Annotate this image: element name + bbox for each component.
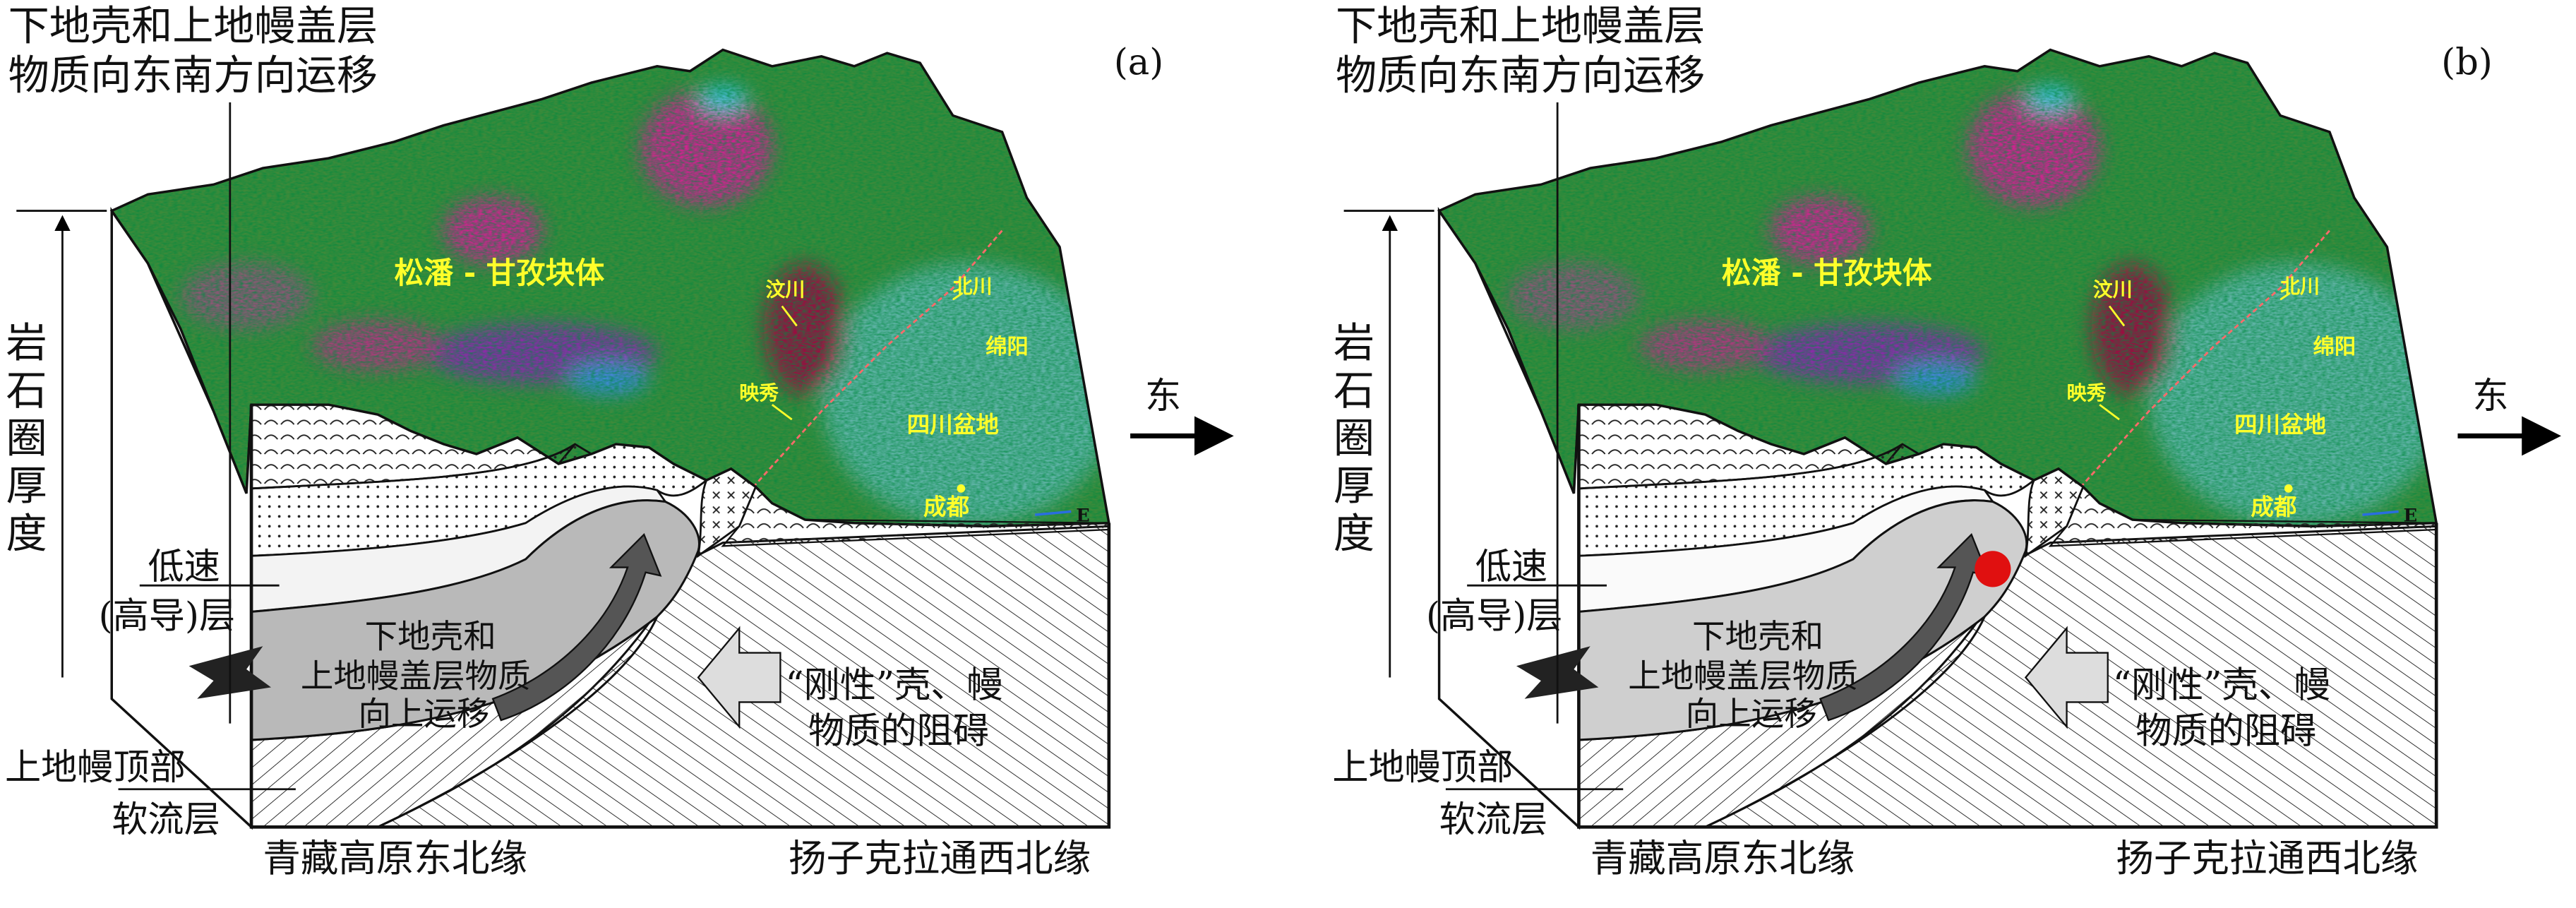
map-label-chengdu: 成都 — [2251, 494, 2297, 520]
east-label: 东 — [1145, 375, 1181, 417]
upward-migration-line-2: 上地幔盖层物质 — [301, 657, 531, 695]
conductive-layer-label: (高导)层 — [1426, 595, 1563, 638]
rigid-obstruction-arrow — [2024, 626, 2109, 729]
asthenosphere-label: 软流层 — [112, 799, 220, 841]
map-label-yingxiu: 映秀 — [2067, 381, 2107, 405]
low-velocity-label: 低速 — [148, 546, 220, 588]
lithosphere-thickness-label: 岩石圈厚度 — [0, 321, 47, 558]
map-leader-lines — [2099, 292, 2291, 421]
title-line-1: 下地壳和上地幔盖层 — [8, 2, 378, 50]
east-label: 东 — [2472, 375, 2508, 417]
nw-yangtze-margin-label: 扬子克拉通西北缘 — [789, 836, 1091, 880]
map-label-chengdu: 成都 — [923, 494, 970, 520]
map-label-mianyang: 绵阳 — [2313, 335, 2356, 359]
compass-arrow — [2362, 510, 2399, 516]
ne-tibet-margin-label: 青藏高原东北缘 — [263, 836, 527, 880]
rigid-obstruction-line-2: 物质的阻碍 — [808, 710, 989, 753]
lithosphere-thickness-label: 岩石圈厚度 — [1326, 321, 1374, 558]
upper-mantle-top-label: 上地幔顶部 — [5, 746, 186, 789]
upward-migration-line-2: 上地幔盖层物质 — [1628, 657, 1858, 695]
asthenosphere-label: 软流层 — [1439, 799, 1548, 841]
upper-mantle-top-label: 上地幔顶部 — [1332, 746, 1513, 789]
rigid-obstruction-line-2: 物质的阻碍 — [2135, 710, 2316, 753]
map-label-wenchuan: 汶川 — [2093, 278, 2133, 301]
map-label-songpan-ganzi: 松潘 - 甘孜块体 — [1722, 256, 1932, 290]
map-label-sichuan-basin: 四川盆地 — [907, 412, 999, 438]
map-label-mianyang: 绵阳 — [986, 335, 1029, 359]
conductive-layer-label: (高导)层 — [99, 595, 236, 638]
red-marker — [1975, 551, 2011, 587]
chengdu-marker — [2284, 484, 2293, 493]
map-leader-lines — [771, 292, 964, 421]
title-line-1: 下地壳和上地幔盖层 — [1336, 2, 1705, 50]
lower-crust-gray-band — [1577, 499, 2028, 741]
rigid-obstruction-line-1: “刚性”壳、幔 — [2113, 664, 2330, 706]
compass-label: E — [1076, 505, 1090, 526]
map-label-wenchuan: 汶川 — [765, 278, 805, 301]
rigid-obstruction-arrow — [697, 626, 781, 729]
leader-lines — [16, 102, 296, 791]
satellite-terrain — [1437, 48, 2438, 528]
leader-lines — [1343, 102, 1624, 791]
rigid-obstruction-line-1: “刚性”壳、幔 — [785, 664, 1002, 706]
ne-tibet-margin-label: 青藏高原东北缘 — [1590, 836, 1855, 880]
upward-migration-line-3: 向上运移 — [1686, 695, 1817, 733]
map-label-songpan-ganzi: 松潘 - 甘孜块体 — [395, 256, 605, 290]
compass-label: E — [2404, 505, 2418, 526]
compass-arrow — [1034, 510, 1072, 516]
panel-label: (a) — [1114, 41, 1163, 83]
title-line-2: 物质向东南方向运移 — [8, 51, 378, 99]
upward-migration-arrow — [491, 532, 662, 722]
upward-migration-line-3: 向上运移 — [358, 695, 489, 733]
upward-migration-line-1: 下地壳和 — [365, 618, 496, 656]
map-label-sichuan-basin: 四川盆地 — [2234, 412, 2326, 438]
upward-migration-line-1: 下地壳和 — [1692, 618, 1823, 656]
map-label-yingxiu: 映秀 — [739, 381, 779, 405]
lower-crust-gray-band — [250, 499, 700, 741]
nw-yangtze-margin-label: 扬子克拉通西北缘 — [2116, 836, 2418, 880]
low-velocity-label: 低速 — [1475, 546, 1547, 588]
chengdu-marker — [957, 484, 966, 493]
title-line-2: 物质向东南方向运移 — [1336, 51, 1705, 99]
panel-label: (b) — [2441, 41, 2493, 83]
